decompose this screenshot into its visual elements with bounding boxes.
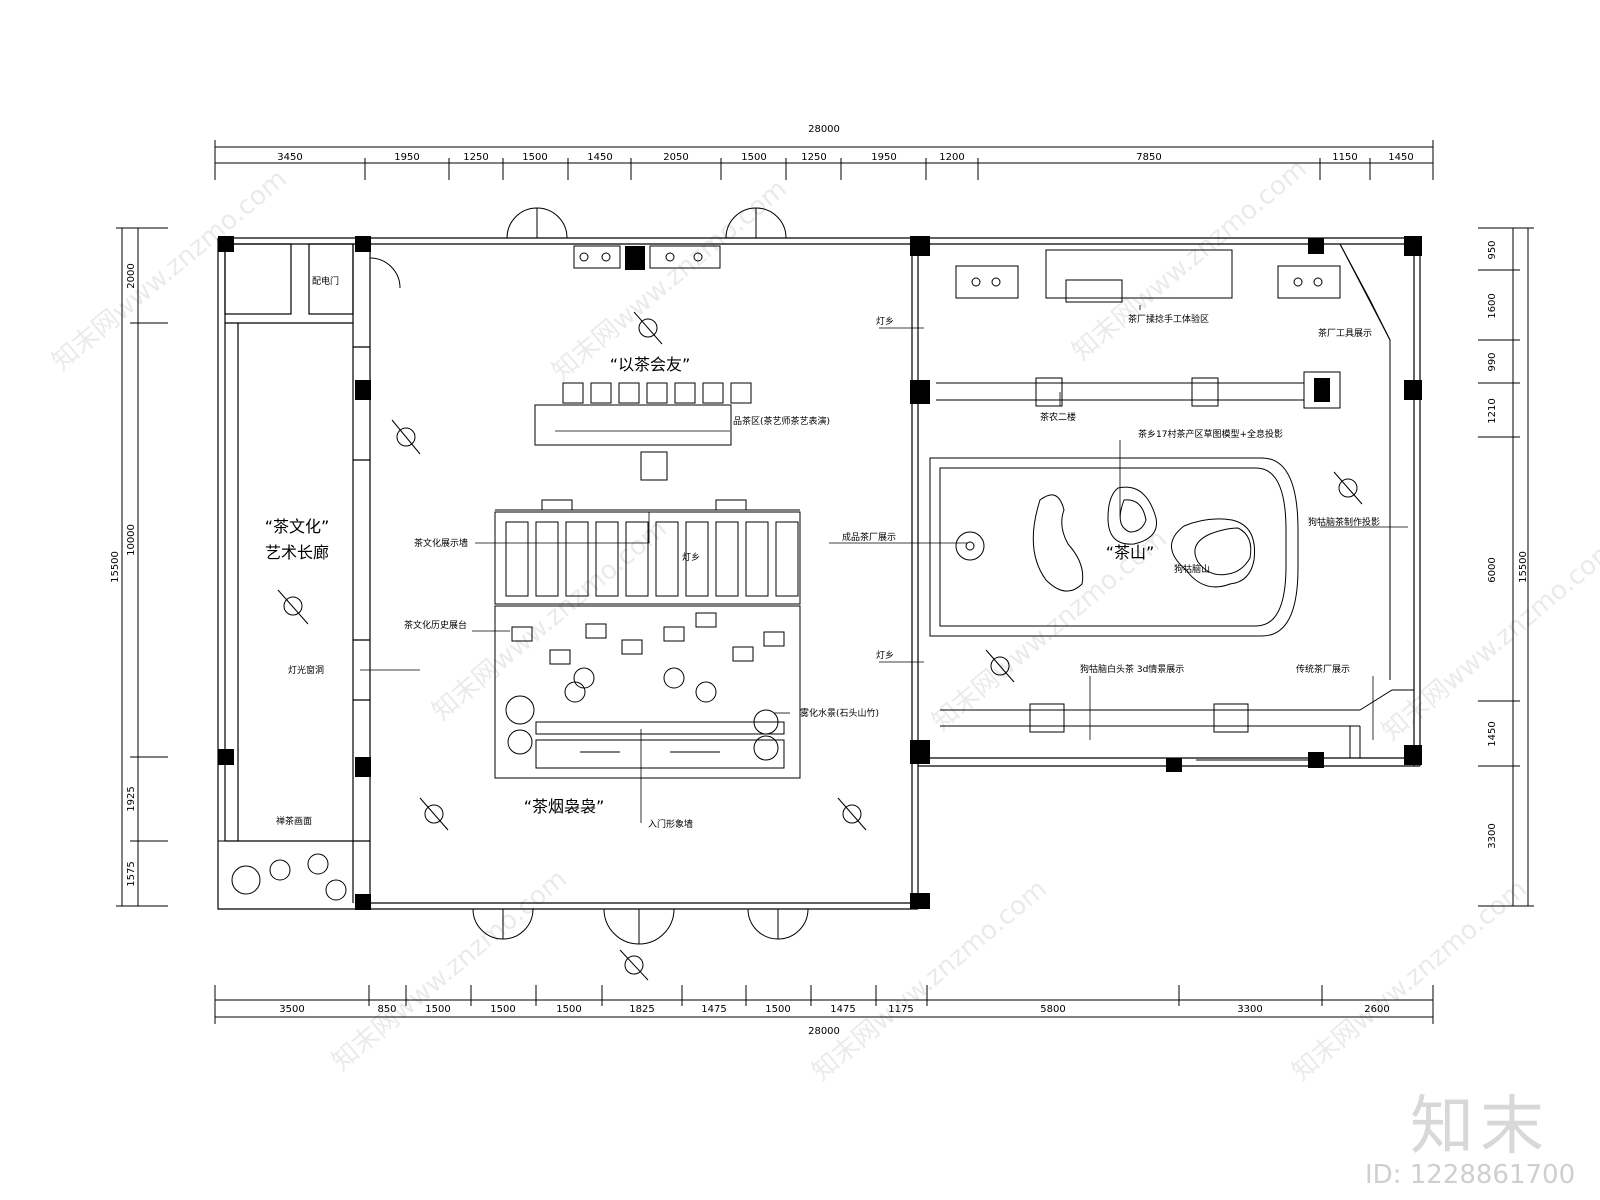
plants (217, 695, 779, 910)
dim-bottom-12: 2600 (1364, 1004, 1389, 1015)
title-meet-friends: “以茶会友” (610, 355, 691, 374)
pillars (218, 236, 1422, 910)
dim-top-4: 1450 (587, 152, 612, 163)
dim-bottom-3: 1500 (490, 1004, 515, 1015)
dim-left-3: 1575 (126, 861, 137, 886)
dim-bottom-0: 3500 (279, 1004, 304, 1015)
dim-bottom-5: 1825 (629, 1004, 654, 1015)
person-figures (277, 311, 1363, 981)
left-dimension-texts: 15500 2000 10000 1925 1575 (110, 263, 137, 886)
label-village-model: 茶乡17村茶产区草图模型+全息投影 (1138, 428, 1283, 440)
top-dimension-texts: 28000 3450 1950 1250 1500 1450 2050 1500… (277, 124, 1413, 163)
label-tea-tools: 茶厂工具展示 (1318, 327, 1372, 339)
dim-left-0: 2000 (126, 263, 137, 288)
label-video-display: 狗牯脑白头茶 3d情景展示 (1080, 663, 1184, 675)
exterior-walls (217, 237, 1421, 910)
culture-display-wall (494, 499, 801, 605)
dim-top-9: 1200 (939, 152, 964, 163)
right-dimension-texts: 950 1600 990 1210 6000 1450 3300 15500 (1487, 240, 1529, 848)
dim-right-0: 950 (1487, 240, 1498, 259)
dim-top-5: 2050 (663, 152, 688, 163)
dim-top-11: 1150 (1332, 152, 1357, 163)
history-display (494, 605, 801, 779)
dim-bottom-8: 1475 (830, 1004, 855, 1015)
sinks (573, 245, 1341, 299)
dim-bottom-1: 850 (377, 1004, 396, 1015)
label-light-window: 灯光窗洞 (288, 664, 324, 676)
dim-bottom-10: 5800 (1040, 1004, 1065, 1015)
right-hall-interior (929, 243, 1414, 761)
left-total-dim: 15500 (110, 551, 121, 583)
leader-lines (360, 305, 1408, 823)
label-lamp-small-2: 灯乡 (876, 650, 894, 661)
label-shadow-chairs: 雾化水景(石头山竹) (800, 707, 879, 719)
dim-right-5: 1450 (1487, 721, 1498, 746)
dim-top-0: 3450 (277, 152, 302, 163)
dim-bottom-6: 1475 (701, 1004, 726, 1015)
right-total-dim: 15500 (1518, 551, 1529, 583)
label-finished-tea: 成品茶厂展示 (842, 531, 896, 543)
title-tea-smoke: “茶烟袅袅” (524, 797, 605, 816)
dim-top-1: 1950 (394, 152, 419, 163)
dim-left-1: 10000 (126, 524, 137, 556)
dim-top-8: 1950 (871, 152, 896, 163)
bottom-total-dim: 28000 (808, 1026, 840, 1037)
top-total-dim: 28000 (808, 124, 840, 135)
dim-top-12: 1450 (1388, 152, 1413, 163)
dim-right-4: 6000 (1487, 557, 1498, 582)
dim-top-7: 1250 (801, 152, 826, 163)
dim-left-2: 1925 (126, 786, 137, 811)
bottom-doors (472, 908, 809, 945)
dim-top-6: 1500 (741, 152, 766, 163)
label-electric-room: 配电门 (312, 275, 339, 287)
dim-bottom-2: 1500 (425, 1004, 450, 1015)
top-doors (369, 207, 787, 289)
dim-right-1: 1600 (1487, 293, 1498, 318)
dim-right-2: 990 (1487, 352, 1498, 371)
site-logo: 知末 (1410, 1090, 1550, 1164)
dim-bottom-4: 1500 (556, 1004, 581, 1015)
top-dimension-lines (214, 140, 1434, 180)
title-art-gallery: 艺术长廊 (265, 543, 329, 562)
title-tea-culture: “茶文化” (265, 517, 330, 536)
dim-top-3: 1500 (522, 152, 547, 163)
bottom-dimension-lines (214, 985, 1434, 1024)
image-id: ID: 1228861700 (1365, 1160, 1576, 1190)
dim-top-2: 1250 (463, 152, 488, 163)
label-gougunao-small: 狗牯脑山 (1174, 563, 1210, 575)
dim-top-10: 7850 (1136, 152, 1161, 163)
dim-right-6: 3300 (1487, 823, 1498, 848)
bottom-dimension-texts: 3500 850 1500 1500 1500 1825 1475 1500 1… (279, 1004, 1389, 1037)
label-lamp-left: 灯乡 (682, 552, 700, 563)
left-dimension-lines (116, 227, 168, 907)
label-tea-painting: 禅茶画面 (276, 815, 312, 827)
dim-right-3: 1210 (1487, 398, 1498, 423)
label-history-table: 茶文化历史展台 (404, 619, 467, 631)
label-lamp-small-1: 灯乡 (876, 316, 894, 327)
title-tea-mountain: “茶山” (1106, 543, 1155, 562)
dim-bottom-7: 1500 (765, 1004, 790, 1015)
dim-bottom-9: 1175 (888, 1004, 913, 1015)
tasting-table (534, 382, 752, 481)
zone-titles: “以茶会友” “茶文化” 艺术长廊 “茶烟袅袅” “茶山” (265, 355, 1155, 816)
label-tasting-area: 品茶区(茶艺师茶艺表演) (733, 415, 830, 427)
label-night-display: 传统茶厂展示 (1296, 663, 1350, 675)
right-dimension-lines (1478, 227, 1534, 907)
dim-bottom-11: 3300 (1237, 1004, 1262, 1015)
label-culture-wall: 茶文化展示墙 (414, 537, 468, 549)
label-process-projection: 狗牯脑茶制作投影 (1308, 516, 1380, 528)
label-tea-farm: 茶农二楼 (1040, 411, 1076, 423)
annotation-labels: 配电门 品茶区(茶艺师茶艺表演) 茶文化展示墙 灯乡 茶文化历史展台 成品茶厂展… (276, 275, 1380, 830)
label-hand-experience: 茶厂揉捻手工体验区 (1128, 313, 1209, 325)
label-entrance-wall: 入门形象墙 (648, 818, 693, 830)
